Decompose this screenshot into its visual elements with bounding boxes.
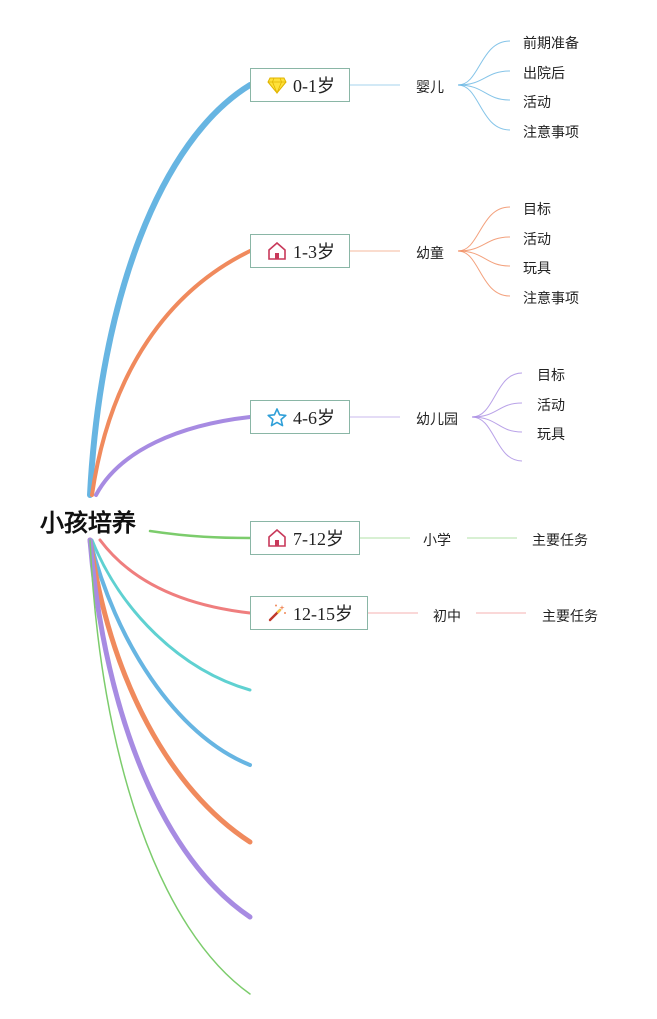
- empty-branch-line: [89, 539, 251, 995]
- empty-branch-line: [87, 537, 253, 845]
- leaf-item[interactable]: 目标: [523, 202, 551, 218]
- leaf-links-1-3: [457, 206, 511, 297]
- leaf-item[interactable]: 主要任务: [542, 609, 598, 625]
- leaf-item[interactable]: 活动: [523, 95, 551, 111]
- age-node-7-12[interactable]: 7-12岁: [250, 521, 360, 555]
- empty-branch-line: [87, 537, 253, 920]
- leaf-item[interactable]: 玩具: [523, 261, 551, 277]
- sub-topic-middle-school[interactable]: 初中: [433, 609, 461, 625]
- age-label: 12-15岁: [293, 604, 353, 624]
- leaf-item[interactable]: 前期准备: [523, 36, 579, 52]
- age-node-4-6[interactable]: 4-6岁: [250, 400, 350, 434]
- leaf-item[interactable]: 主要任务: [532, 533, 588, 549]
- branch-line-0-1: [87, 82, 253, 498]
- branch-line-1-3: [90, 249, 252, 497]
- age-label: 7-12岁: [293, 529, 344, 549]
- star-icon: [267, 407, 287, 427]
- sub-topic-infant[interactable]: 婴儿: [416, 80, 444, 96]
- sub-topic-kindergarten[interactable]: 幼儿园: [416, 412, 458, 428]
- leaf-item[interactable]: 注意事项: [523, 125, 579, 141]
- age-label: 1-3岁: [293, 242, 335, 262]
- age-node-1-3[interactable]: 1-3岁: [250, 234, 350, 268]
- leaf-item[interactable]: 出院后: [523, 66, 565, 82]
- empty-branch-line: [90, 538, 252, 692]
- magic-wand-icon: [267, 603, 287, 623]
- leaf-item[interactable]: 目标: [537, 368, 565, 384]
- diamond-icon: [267, 75, 287, 95]
- age-node-12-15[interactable]: 12-15岁: [250, 596, 368, 630]
- home-icon: [267, 241, 287, 261]
- leaf-links-0-1: [457, 40, 511, 131]
- home-icon: [267, 528, 287, 548]
- branch-line-7-12: [148, 529, 252, 540]
- leaf-item[interactable]: 注意事项: [523, 291, 579, 307]
- age-label: 0-1岁: [293, 76, 335, 96]
- leaf-item[interactable]: 活动: [537, 398, 565, 414]
- leaf-links-4-6: [471, 372, 523, 462]
- branch-line-4-6: [94, 415, 252, 497]
- branch-line-12-15: [98, 538, 252, 615]
- sub-topic-toddler[interactable]: 幼童: [416, 246, 444, 262]
- root-topic[interactable]: 小孩培养: [40, 509, 136, 537]
- age-node-0-1[interactable]: 0-1岁: [250, 68, 350, 102]
- empty-branch-line: [88, 538, 252, 767]
- leaf-item[interactable]: 活动: [523, 232, 551, 248]
- age-label: 4-6岁: [293, 408, 335, 428]
- leaf-item[interactable]: 玩具: [537, 427, 565, 443]
- sub-topic-primary-school[interactable]: 小学: [423, 533, 451, 549]
